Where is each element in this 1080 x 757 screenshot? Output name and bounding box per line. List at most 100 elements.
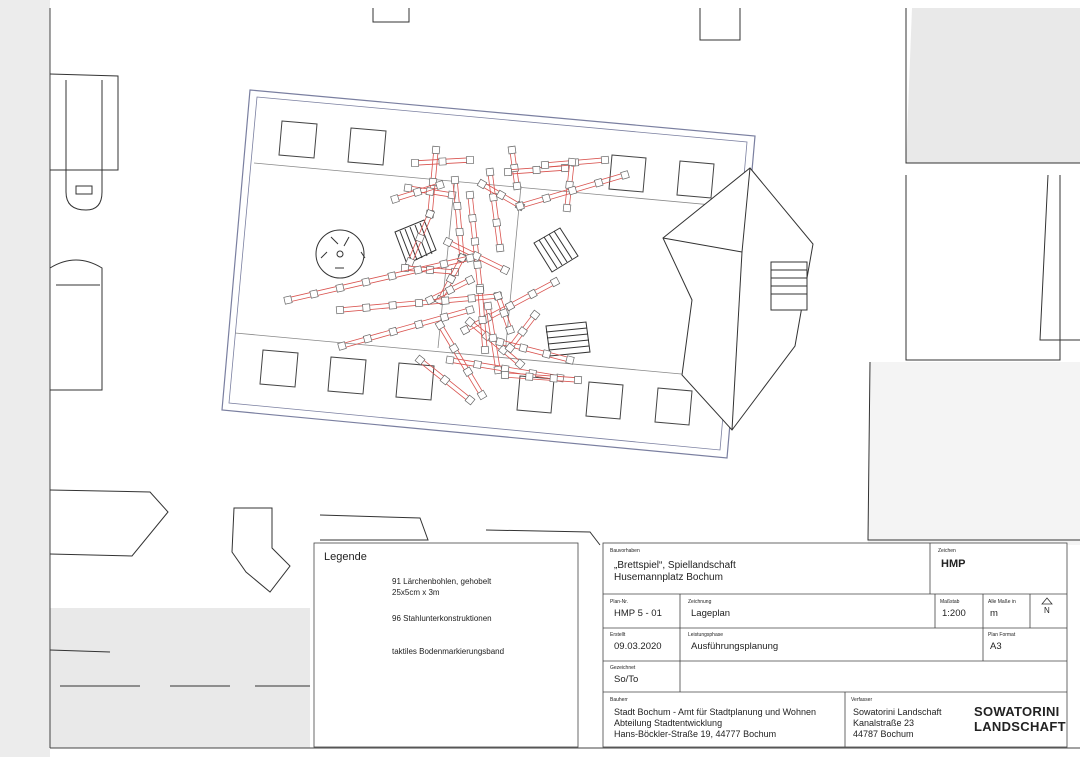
steel-support	[464, 394, 476, 406]
author-label: Verfasser	[851, 697, 873, 703]
project-label: Bauvorhaben	[610, 548, 640, 554]
steel-support	[517, 326, 528, 337]
steel-support	[567, 157, 577, 167]
steel-support	[560, 163, 570, 173]
steel-support	[441, 296, 450, 305]
drawing-label: Zeichnung	[688, 599, 712, 605]
steel-support	[424, 208, 436, 220]
steel-support	[600, 155, 610, 165]
legend-title: Legende	[324, 551, 367, 563]
project-line2: Husemannplatz Bochum	[614, 572, 723, 583]
author-line2: Kanalstraße 23	[853, 718, 915, 728]
steel-support	[495, 243, 505, 253]
steel-support	[434, 319, 446, 331]
steel-support	[478, 315, 487, 325]
steel-support	[414, 298, 424, 308]
steel-support	[465, 253, 475, 263]
steel-support	[388, 326, 398, 337]
steel-support	[514, 358, 526, 370]
steel-support	[493, 291, 503, 301]
steel-support	[549, 374, 558, 383]
legend-item-planks: 91 Lärchenbohlen, gehobelt	[392, 577, 492, 586]
steel-support	[468, 214, 477, 223]
steel-support	[390, 194, 400, 204]
context-buildings	[49, 8, 1080, 687]
steel-support	[387, 271, 397, 281]
steel-support	[565, 355, 575, 365]
steel-support	[455, 227, 464, 237]
steel-support	[499, 308, 509, 318]
steel-support	[414, 232, 426, 244]
steel-support	[431, 145, 441, 155]
steel-support	[541, 349, 552, 359]
steel-support	[476, 389, 488, 401]
format-label: Plan Format	[988, 632, 1016, 638]
steel-support	[532, 165, 541, 175]
phase-label: Leistungsphase	[688, 632, 724, 638]
steel-support	[439, 374, 451, 386]
units: m	[990, 608, 998, 619]
steel-support	[473, 260, 482, 269]
steel-support	[412, 187, 423, 197]
steel-support	[439, 312, 450, 322]
steel-support	[414, 354, 426, 366]
steel-support	[335, 283, 345, 293]
steel-support	[467, 294, 476, 303]
steel-support	[413, 265, 423, 275]
grey-area-bottom-left	[50, 608, 310, 748]
steel-support	[424, 294, 436, 306]
steel-support	[504, 300, 516, 312]
steel-support	[495, 337, 505, 347]
client-line3: Hans-Böckler-Straße 19, 44777 Bochum	[614, 729, 777, 739]
steel-support	[448, 343, 460, 354]
steel-support	[283, 295, 293, 305]
steel-support	[462, 366, 474, 377]
steel-support	[573, 375, 583, 385]
units-label: Alle Maße in	[988, 599, 1016, 605]
steel-support	[362, 303, 371, 312]
drawn-label: Gezeichnet	[610, 665, 636, 671]
plan-no-label: Plan-Nr.	[610, 599, 629, 605]
steel-support	[337, 341, 347, 351]
steel-support	[518, 343, 529, 353]
steel-support	[620, 170, 630, 180]
scale: 1:200	[942, 608, 966, 619]
legend-item-planks-size: 25x5cm x 3m	[392, 588, 440, 597]
steel-support	[485, 167, 495, 177]
steel-support	[459, 324, 471, 336]
drawing: Lageplan	[691, 608, 731, 619]
steel-support	[438, 157, 447, 166]
steel-support	[515, 201, 525, 211]
steel-support	[439, 259, 449, 269]
company-logo-line1: SOWATORINI	[974, 704, 1060, 719]
author-line3: 44787 Bochum	[853, 729, 914, 739]
author-line1: Sowatorini Landschaft	[853, 707, 942, 717]
steel-support	[442, 236, 454, 248]
steel-support	[495, 189, 507, 201]
steel-support	[309, 289, 319, 299]
plan-no: HMP 5 - 01	[614, 608, 662, 619]
steel-support	[465, 305, 475, 315]
client-line2: Abteilung Stadtentwicklung	[614, 718, 723, 728]
client-label: Bauherr	[610, 697, 628, 703]
steel-support	[464, 316, 476, 328]
phase: Ausführungsplanung	[691, 641, 779, 652]
margin-left	[0, 0, 50, 757]
pavilion-building	[662, 167, 814, 431]
steel-support	[480, 345, 490, 355]
drawing-code: HMP	[941, 558, 966, 570]
created-label: Erstellt	[610, 632, 626, 638]
steel-support	[499, 264, 511, 276]
north-label: N	[1044, 606, 1050, 615]
steel-support	[512, 181, 522, 191]
steel-support	[465, 190, 475, 200]
steel-support	[464, 274, 476, 286]
created-date: 09.03.2020	[614, 641, 662, 652]
steel-support	[476, 178, 488, 190]
steel-support	[527, 288, 538, 300]
timber-platforms	[394, 219, 591, 357]
steel-support	[425, 265, 435, 275]
steel-support	[465, 155, 475, 165]
steel-support	[361, 277, 371, 287]
